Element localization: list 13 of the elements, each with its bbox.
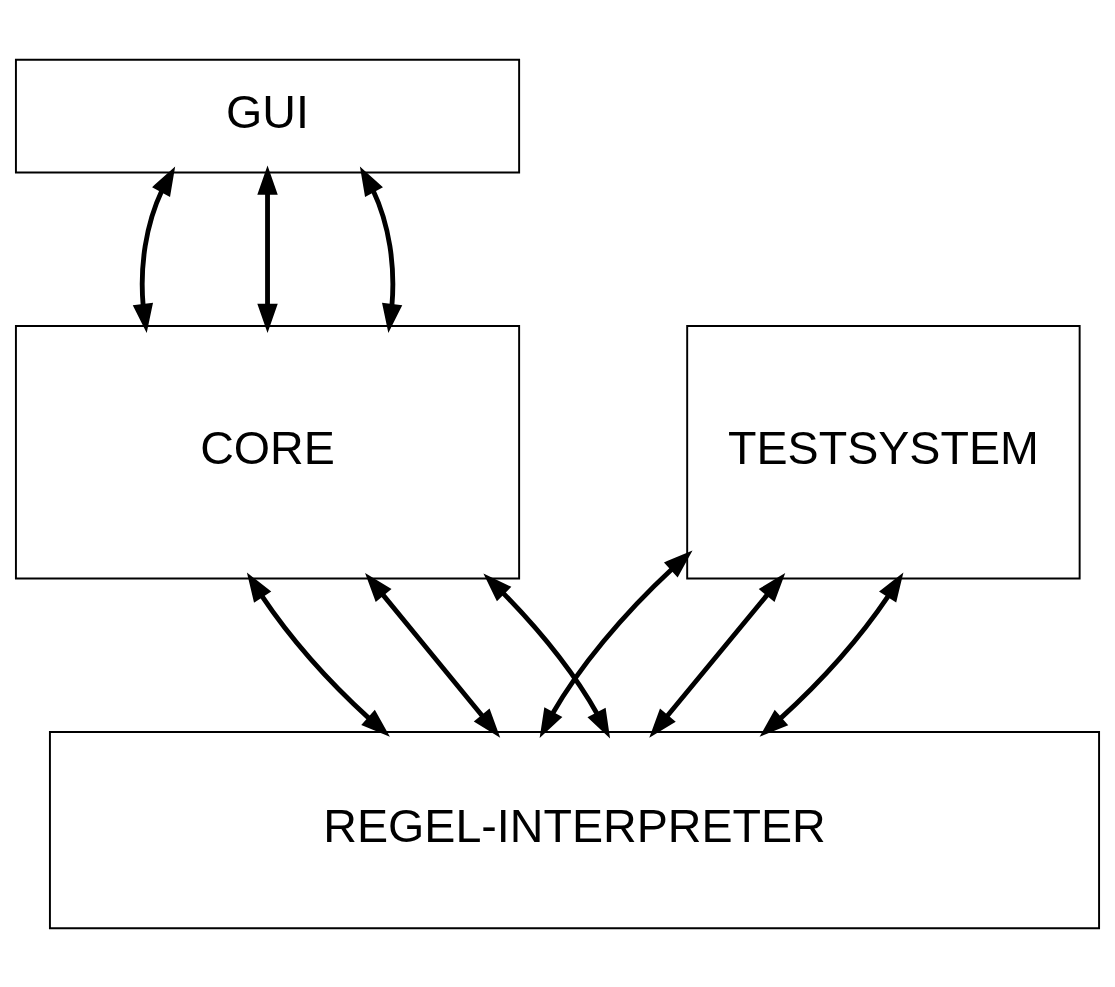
arrow	[359, 165, 403, 333]
node-box: CORE	[14, 324, 521, 579]
arrow	[365, 572, 501, 738]
node-box: REGEL-INTERPRETER	[48, 730, 1101, 929]
arrow	[257, 165, 278, 333]
node-box: GUI	[14, 58, 521, 173]
arrow	[759, 572, 904, 737]
node-box: TESTSYSTEM	[686, 324, 1081, 579]
arrow	[132, 165, 176, 333]
arrow	[483, 573, 611, 738]
arrow	[539, 549, 693, 738]
arrow	[649, 572, 786, 738]
arrow	[246, 572, 390, 737]
